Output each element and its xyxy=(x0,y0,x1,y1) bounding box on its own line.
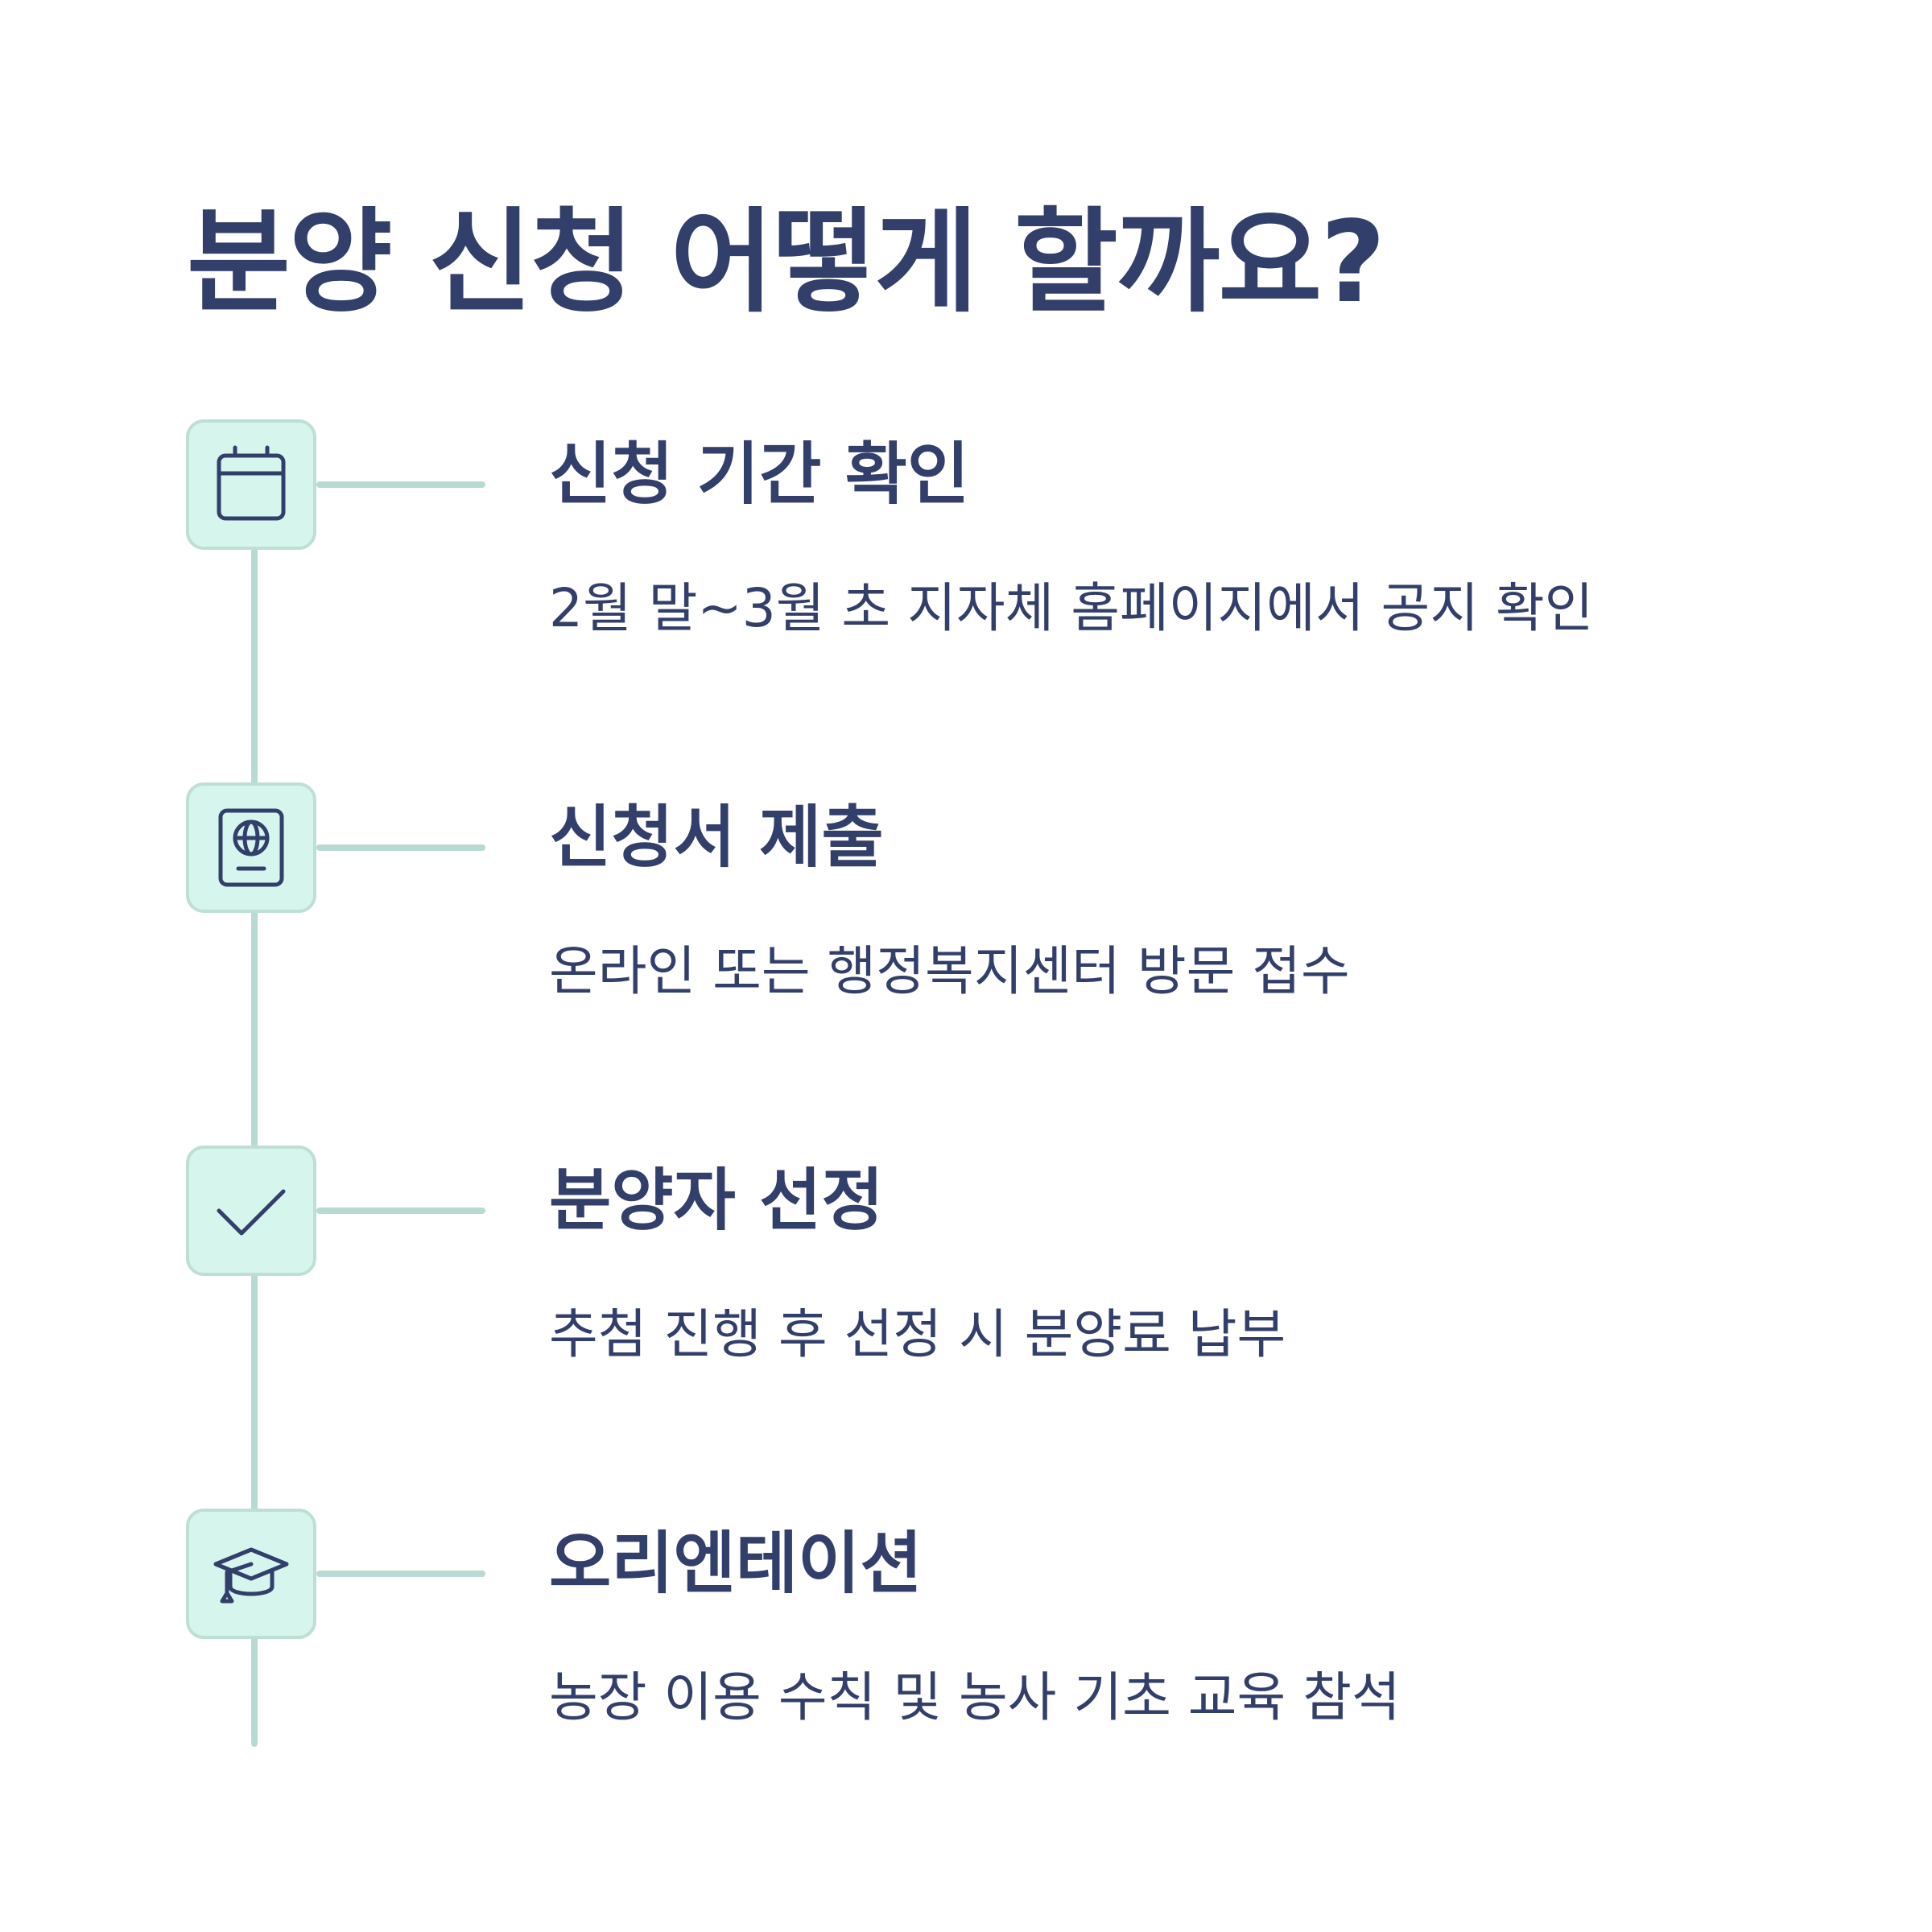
step-title: 분양자 선정 xyxy=(549,1161,884,1240)
step-connector xyxy=(316,844,485,851)
timeline-line xyxy=(251,467,258,1747)
step-item: 오리엔테이션 농장 이용 수칙 및 농사 기초 교육 참석 xyxy=(0,1509,1932,1774)
step-item: 신청서 제출 온라인 또는 행정복지센터 방문 접수 xyxy=(0,782,1932,1048)
checkmark-icon xyxy=(217,1189,286,1236)
step-connector xyxy=(316,1208,485,1214)
step-description: 2월 말~3월 초 지자체 홈페이지에서 공지 확인 xyxy=(549,577,1594,639)
step-item: 신청 기간 확인 2월 말~3월 초 지자체 홈페이지에서 공지 확인 xyxy=(0,419,1932,685)
step-description: 농장 이용 수칙 및 농사 기초 교육 참석 xyxy=(549,1666,1401,1728)
passport-icon xyxy=(218,808,284,887)
step-item: 분양자 선정 추첨 진행 후 선정 시 분양료 납부 xyxy=(0,1146,1932,1411)
graduation-cap-icon xyxy=(213,1547,289,1604)
step-description: 추첨 진행 후 선정 시 분양료 납부 xyxy=(549,1303,1286,1365)
step-icon-box xyxy=(186,1509,316,1639)
step-title: 신청서 제출 xyxy=(549,798,884,877)
step-icon-box xyxy=(186,782,316,913)
page-title: 분양 신청 어떻게 할까요? xyxy=(187,197,1385,328)
step-title: 오리엔테이션 xyxy=(549,1524,923,1603)
calendar-icon xyxy=(217,445,286,521)
step-connector xyxy=(316,481,485,488)
step-connector xyxy=(316,1571,485,1577)
step-icon-box xyxy=(186,419,316,550)
step-icon-box xyxy=(186,1146,316,1276)
step-title: 신청 기간 확인 xyxy=(549,435,970,514)
step-description: 온라인 또는 행정복지센터 방문 접수 xyxy=(549,940,1350,1002)
